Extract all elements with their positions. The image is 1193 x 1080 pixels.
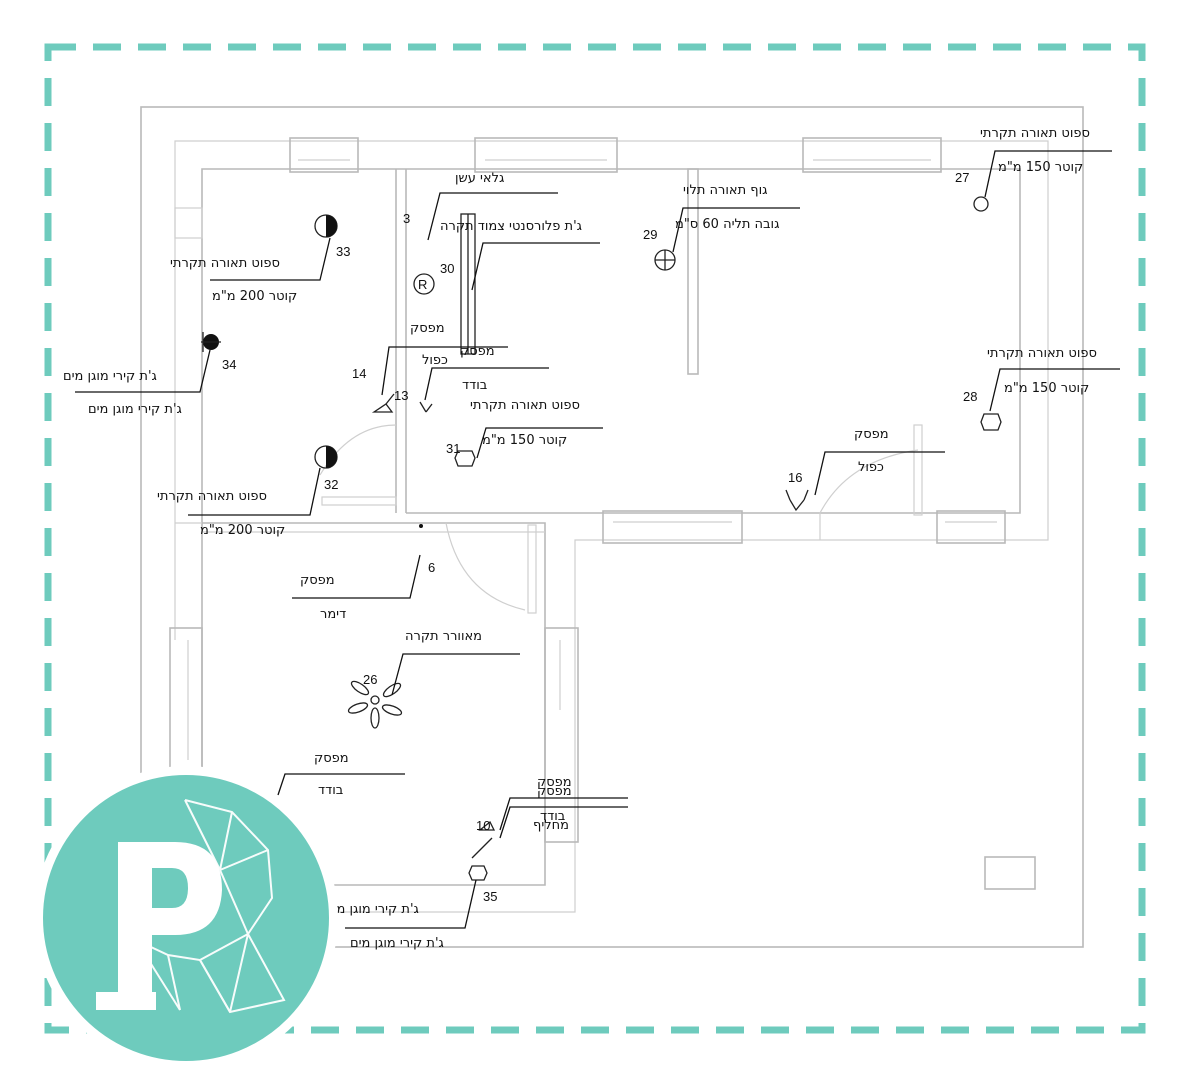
fixture-numbers: 27 28 29 3 30 33 34 14 13 31 16 32 6 26 …	[222, 170, 977, 904]
label-35-b: ג'ת קירי מוגן מים	[350, 936, 444, 951]
label-sw3-a: מפסק	[537, 775, 572, 790]
label-13-a: כפול	[422, 353, 448, 368]
number-10: 10	[476, 818, 490, 833]
label-smoke: גלאי עשן	[455, 171, 504, 186]
label-33-size: קוטר 200 מ"מ	[212, 289, 297, 304]
label-31-size: קוטר 150 מ"מ	[482, 433, 567, 448]
number-31: 31	[446, 441, 460, 456]
label-34-a: ג'ת קירי מוגן מים	[63, 369, 157, 384]
label-28-type: ספוט תאורה תקרתי	[987, 346, 1097, 361]
label-34-b: ג'ת קירי מוגן מים	[88, 402, 182, 417]
spot-32-icon	[314, 445, 338, 469]
number-6: 6	[428, 560, 435, 575]
label-35-a: ג'ת קירי מוגן מים	[325, 902, 419, 917]
label-16-b: כפול	[858, 460, 884, 475]
brand-logo	[34, 766, 338, 1070]
label-6-b: דימר	[320, 607, 346, 622]
label-sw2-b: בודד	[318, 783, 343, 798]
label-29-type: גוף תאורה תלוי	[683, 183, 767, 198]
number-29: 29	[643, 227, 657, 242]
number-35: 35	[483, 889, 497, 904]
switch-14-icon	[371, 393, 395, 413]
label-13-b: בודד	[462, 378, 487, 393]
label-sw3-b: מפסק	[537, 784, 572, 799]
label-16-a: מפסק	[854, 427, 889, 442]
number-30: 30	[440, 261, 454, 276]
number-16: 16	[788, 470, 802, 485]
label-28-size: קוטר 150 מ"מ	[1004, 381, 1089, 396]
wall-light-35-icon	[468, 865, 488, 881]
number-34: 34	[222, 357, 236, 372]
smoke-detector-icon: R	[413, 273, 435, 295]
label-32-size: קוטר 200 מ"מ	[200, 523, 285, 538]
ceiling-fan-icon	[347, 680, 403, 729]
number-3: 3	[403, 211, 410, 226]
number-13: 13	[394, 388, 408, 403]
label-14-a: מפסק	[410, 321, 445, 336]
wall-light-34-icon	[201, 332, 221, 352]
number-14: 14	[352, 366, 366, 381]
leader-lines	[75, 150, 1120, 929]
label-fluorescent: ג'ת פלורסנטי צמוד תקרה	[440, 219, 582, 234]
fluorescent-light-icon	[460, 213, 476, 355]
number-28: 28	[963, 389, 977, 404]
label-29-size: גובה תליה 60 ס"מ	[675, 217, 779, 232]
spot-31-icon	[454, 450, 476, 467]
number-33: 33	[336, 244, 350, 259]
label-sw3-d: מחליף	[533, 818, 569, 833]
spot-33-icon	[314, 214, 338, 238]
label-27-type: ספוט תאורה תקרתי	[980, 126, 1090, 141]
fixture-symbols: R	[201, 196, 1002, 881]
label-31-type: ספוט תאורה תקרתי	[470, 398, 580, 413]
pendant-light-icon	[654, 249, 676, 271]
number-32: 32	[324, 477, 338, 492]
label-sw2-a: מפסק	[314, 751, 349, 766]
number-27: 27	[955, 170, 969, 185]
label-fan: מאוורר תקרה	[405, 629, 482, 644]
label-14-b: מפסק	[460, 344, 495, 359]
switch-13-icon	[419, 401, 433, 413]
label-6-a: מפסק	[300, 573, 335, 588]
spot-27-icon	[973, 196, 989, 212]
spot-28-icon	[980, 413, 1002, 431]
number-26: 26	[363, 672, 377, 687]
labels: ספוט תאורה תקרתי קוטר 150 מ"מ ספוט תאורה…	[63, 126, 1097, 951]
switch-16-icon	[785, 489, 809, 512]
label-33-type: ספוט תאורה תקרתי	[170, 256, 280, 271]
label-32-type: ספוט תאורה תקרתי	[157, 489, 267, 504]
label-27-size: קוטר 150 מ"מ	[998, 160, 1083, 175]
dashed-frame	[44, 43, 1146, 1034]
switch-lower-icon	[471, 820, 496, 859]
svg-text:R: R	[418, 277, 427, 292]
walls	[140, 106, 1084, 948]
outlet-dot	[419, 524, 423, 528]
label-sw3-c: בודד	[540, 809, 565, 824]
